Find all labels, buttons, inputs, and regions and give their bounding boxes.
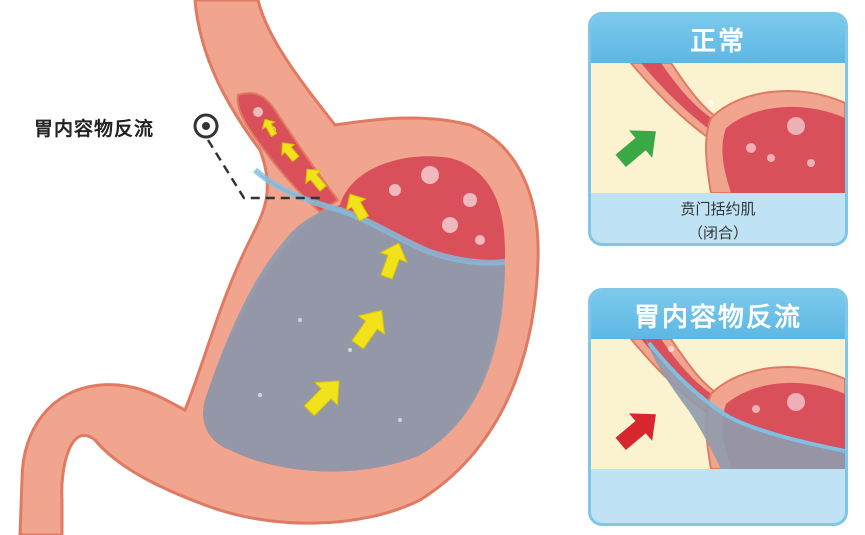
panel-normal-caption: 贲门括约肌 （闭合） bbox=[591, 197, 845, 243]
panel-reflux-title: 胃内容物反流 bbox=[591, 291, 845, 339]
gastric-fluid bbox=[203, 170, 505, 472]
caption-line-1: 贲门括约肌 bbox=[680, 200, 756, 218]
panel-normal: 正常 贲门括约肌 （闭合） bbox=[588, 12, 848, 246]
green-arrow-icon bbox=[615, 130, 656, 167]
panel-normal-title: 正常 bbox=[591, 15, 845, 63]
reflux-arrows bbox=[261, 118, 408, 417]
reflux-arrow bbox=[305, 168, 327, 192]
callout-label: 胃内容物反流 bbox=[34, 118, 155, 140]
reflux-arrow bbox=[351, 309, 386, 350]
reflux-arrow bbox=[261, 118, 278, 138]
reflux-arrow bbox=[379, 242, 408, 280]
reflux-arrow bbox=[281, 142, 300, 163]
caption-line-2: （闭合） bbox=[687, 224, 748, 242]
red-arrow-icon bbox=[615, 413, 656, 450]
panel-reflux: 胃内容物反流 bbox=[588, 288, 848, 526]
reflux-arrow bbox=[303, 380, 340, 417]
callout-marker bbox=[193, 113, 325, 200]
stomach-diagram bbox=[18, 0, 540, 535]
reflux-sphincter-illustration bbox=[591, 339, 845, 469]
fluid-surface bbox=[253, 167, 506, 266]
bubbles bbox=[253, 107, 485, 422]
normal-sphincter-illustration bbox=[591, 63, 845, 193]
reflux-arrow bbox=[345, 193, 370, 222]
